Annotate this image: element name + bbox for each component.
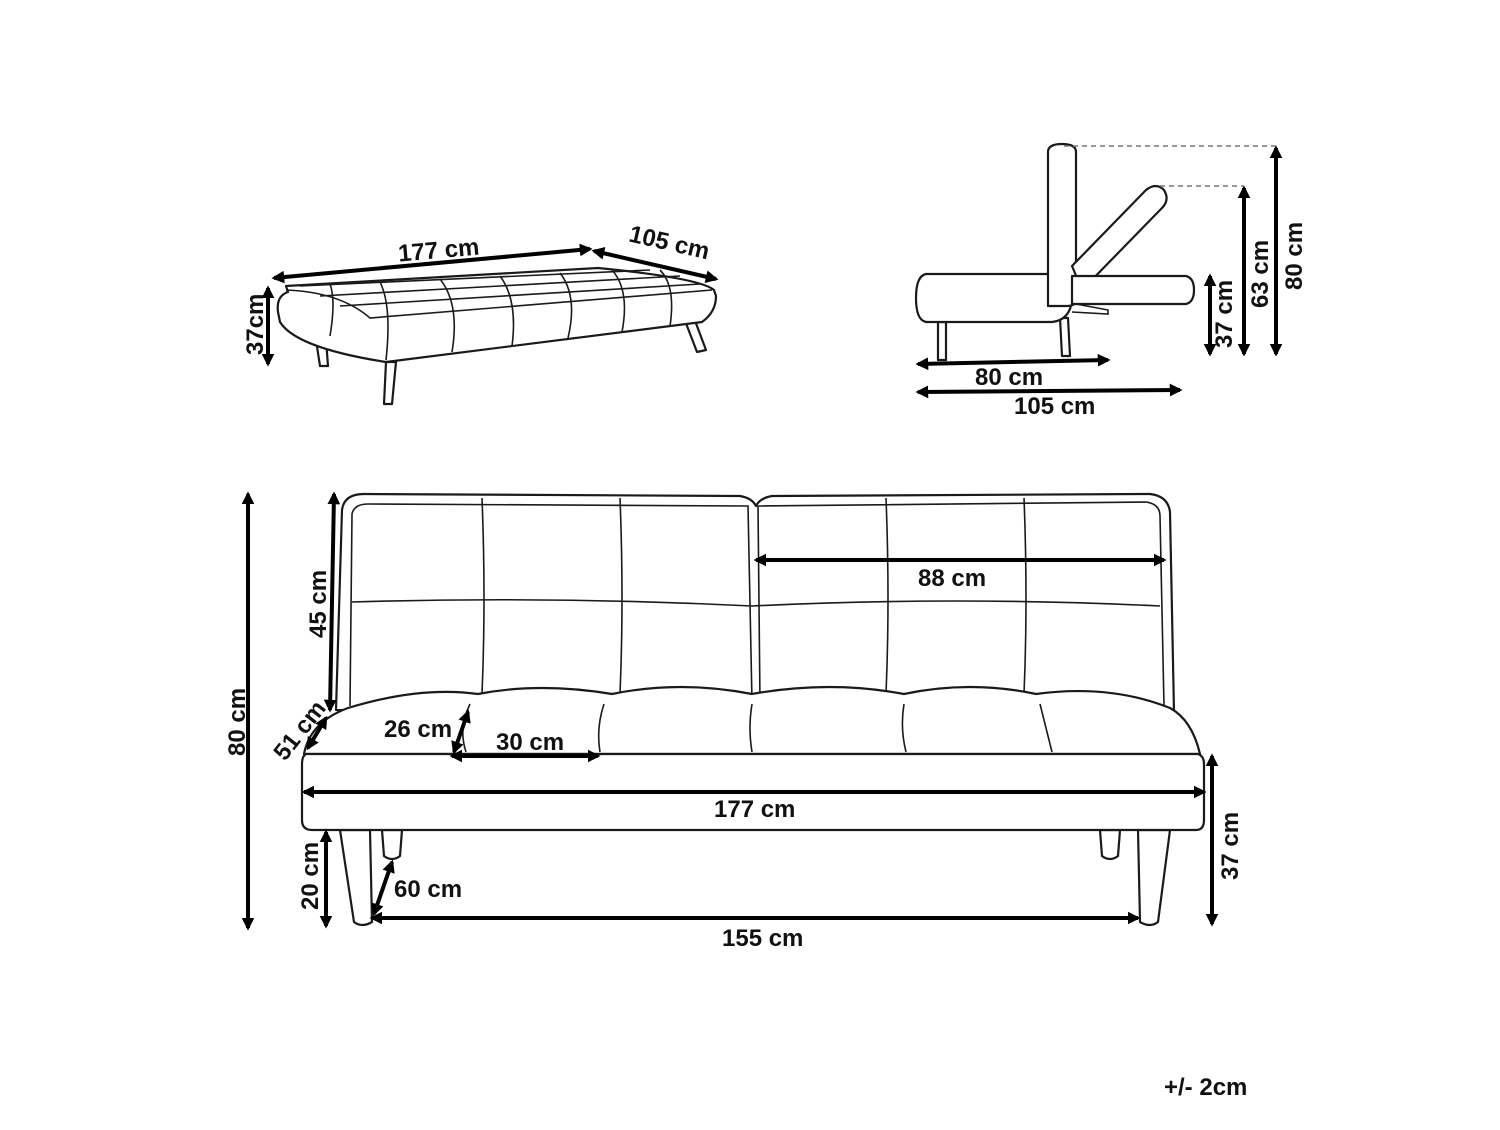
- front-leg-span-label: 155 cm: [722, 925, 803, 952]
- front-leg-back-right: [1098, 828, 1122, 861]
- iso-height-label: 37cm: [242, 294, 269, 355]
- iso-width-arrow: [271, 243, 593, 284]
- front-leg-right: [1136, 828, 1172, 927]
- front-back-height-arrow: [323, 491, 341, 713]
- front-cushion-height-arrow: [451, 709, 471, 755]
- side-view: [914, 142, 1196, 362]
- side-bed-depth-arrow: [915, 383, 1183, 399]
- iso-leg-front: [382, 360, 398, 406]
- front-seat-height-label: 37 cm: [1217, 812, 1244, 880]
- front-leg-height-label: 20 cm: [297, 842, 324, 910]
- iso-depth-arrow: [591, 247, 719, 283]
- front-back-half-width-label: 88 cm: [918, 565, 986, 592]
- front-seat-cushions: [302, 685, 1202, 756]
- front-leg-back-left: [380, 828, 404, 861]
- front-cushion-height-label: 26 cm: [384, 716, 452, 743]
- front-leg-depth-label: 60 cm: [394, 876, 462, 903]
- side-seat-height-label: 37 cm: [1211, 280, 1238, 348]
- iso-mattress: [276, 266, 718, 364]
- front-backrest-inner: [349, 501, 1165, 707]
- iso-tuft-columns: [329, 269, 673, 361]
- iso-depth-label: 105 cm: [627, 221, 712, 266]
- tolerance-note: +/- 2cm: [1164, 1074, 1247, 1101]
- side-reclined-height-label: 63 cm: [1247, 240, 1274, 308]
- side-hinge: [1071, 303, 1109, 315]
- front-seat-depth-arrow: [306, 715, 328, 751]
- side-seat-depth-arrow: [915, 353, 1111, 371]
- front-total-width-label: 177 cm: [714, 796, 795, 823]
- front-leg-left: [338, 828, 374, 927]
- side-bed-depth-label: 105 cm: [1014, 393, 1095, 420]
- front-total-height-label: 80 cm: [224, 688, 251, 756]
- front-backrest: [334, 492, 1176, 714]
- front-cushion-width-label: 30 cm: [496, 729, 564, 756]
- isometric-bed-view: [276, 266, 718, 406]
- side-seat-depth-label: 80 cm: [975, 364, 1043, 391]
- side-back-upright: [1046, 142, 1078, 308]
- front-backrest-row: [351, 598, 1161, 607]
- iso-width-label: 177 cm: [397, 234, 480, 268]
- side-back-reclined: [1070, 184, 1168, 292]
- front-backrest-columns: [481, 497, 1027, 695]
- front-back-height-label: 45 cm: [305, 570, 332, 638]
- side-leg-front: [936, 320, 948, 362]
- side-bed-flat: [1070, 274, 1196, 306]
- side-leg-back: [1058, 316, 1072, 358]
- side-total-height-label: 80 cm: [1281, 222, 1308, 290]
- iso-top-edge: [285, 289, 713, 319]
- front-leg-depth-arrow: [371, 859, 395, 917]
